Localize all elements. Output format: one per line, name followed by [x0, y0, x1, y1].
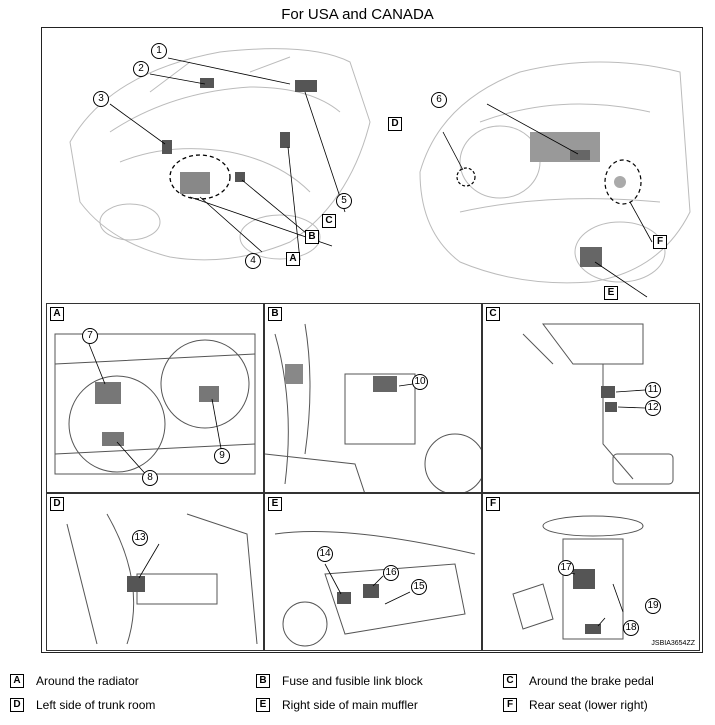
detail-panel-b: B 10 [264, 303, 482, 493]
legend-item-f: F Rear seat (lower right) [503, 698, 648, 712]
callout-8: 8 [142, 470, 158, 486]
detail-panel-e: E 14 15 16 [264, 493, 482, 651]
callout-14: 14 [317, 546, 333, 562]
callout-16: 16 [383, 565, 399, 581]
detail-panel-d: D 13 [46, 493, 264, 651]
detail-panel-c: C 11 12 [482, 303, 700, 493]
letter-a-marker: A [286, 252, 300, 266]
trunk-room-illustration [66, 513, 258, 645]
callout-5: 5 [336, 193, 352, 209]
callout-18: 18 [623, 620, 639, 636]
panel-c-label: C [486, 307, 500, 321]
diagram-frame: 1 2 3 4 5 A B C 6 D F E A 7 8 9 [41, 27, 703, 653]
callout-9: 9 [214, 448, 230, 464]
brake-pedal-illustration [522, 323, 674, 485]
page-title: For USA and CANADA [281, 6, 434, 23]
legend-text-b: Fuse and fusible link block [282, 674, 423, 688]
panel-e-label: E [268, 497, 282, 511]
callout-7: 7 [82, 328, 98, 344]
callout-6: 6 [431, 92, 447, 108]
panel-b-label: B [268, 307, 282, 321]
legend: A Around the radiator B Fuse and fusible… [0, 670, 715, 720]
letter-e-marker: E [604, 286, 618, 300]
legend-item-e: E Right side of main muffler [256, 698, 418, 712]
detail-panel-f: F 17 18 19 JSBIA3654ZZ [482, 493, 700, 651]
callout-4: 4 [245, 253, 261, 269]
legend-text-a: Around the radiator [36, 674, 139, 688]
detail-panel-a: A 7 8 9 [46, 303, 264, 493]
radiator-illustration [54, 333, 256, 480]
panel-f-label: F [486, 497, 500, 511]
callout-2: 2 [133, 61, 149, 77]
legend-text-f: Rear seat (lower right) [529, 698, 648, 712]
callout-13: 13 [132, 530, 148, 546]
callout-15: 15 [411, 579, 427, 595]
legend-item-c: C Around the brake pedal [503, 674, 654, 688]
letter-f-marker: F [653, 235, 667, 249]
letter-c-marker: C [322, 214, 336, 228]
callout-17: 17 [558, 560, 574, 576]
muffler-illustration [274, 531, 476, 647]
legend-box-d: D [10, 698, 24, 712]
fuse-block-illustration [265, 323, 481, 492]
callout-11: 11 [645, 382, 661, 398]
rear-car-illustration [419, 61, 691, 298]
panel-a-label: A [50, 307, 64, 321]
image-code: JSBIA3654ZZ [651, 640, 695, 647]
callout-1: 1 [151, 43, 167, 59]
callout-12: 12 [645, 400, 661, 416]
legend-box-a: A [10, 674, 24, 688]
legend-item-d: D Left side of trunk room [10, 698, 155, 712]
callout-19: 19 [645, 598, 661, 614]
legend-box-e: E [256, 698, 270, 712]
letter-b-marker: B [305, 230, 319, 244]
legend-box-c: C [503, 674, 517, 688]
fuel-pump-illustration [512, 515, 644, 640]
legend-item-b: B Fuse and fusible link block [256, 674, 423, 688]
front-car-illustration [69, 48, 371, 261]
callout-3: 3 [93, 91, 109, 107]
legend-text-e: Right side of main muffler [282, 698, 418, 712]
letter-d-marker: D [388, 117, 402, 131]
legend-item-a: A Around the radiator [10, 674, 139, 688]
legend-text-d: Left side of trunk room [36, 698, 156, 712]
panel-d-label: D [50, 497, 64, 511]
legend-box-b: B [256, 674, 270, 688]
legend-text-c: Around the brake pedal [529, 674, 654, 688]
callout-10: 10 [412, 374, 428, 390]
legend-box-f: F [503, 698, 517, 712]
